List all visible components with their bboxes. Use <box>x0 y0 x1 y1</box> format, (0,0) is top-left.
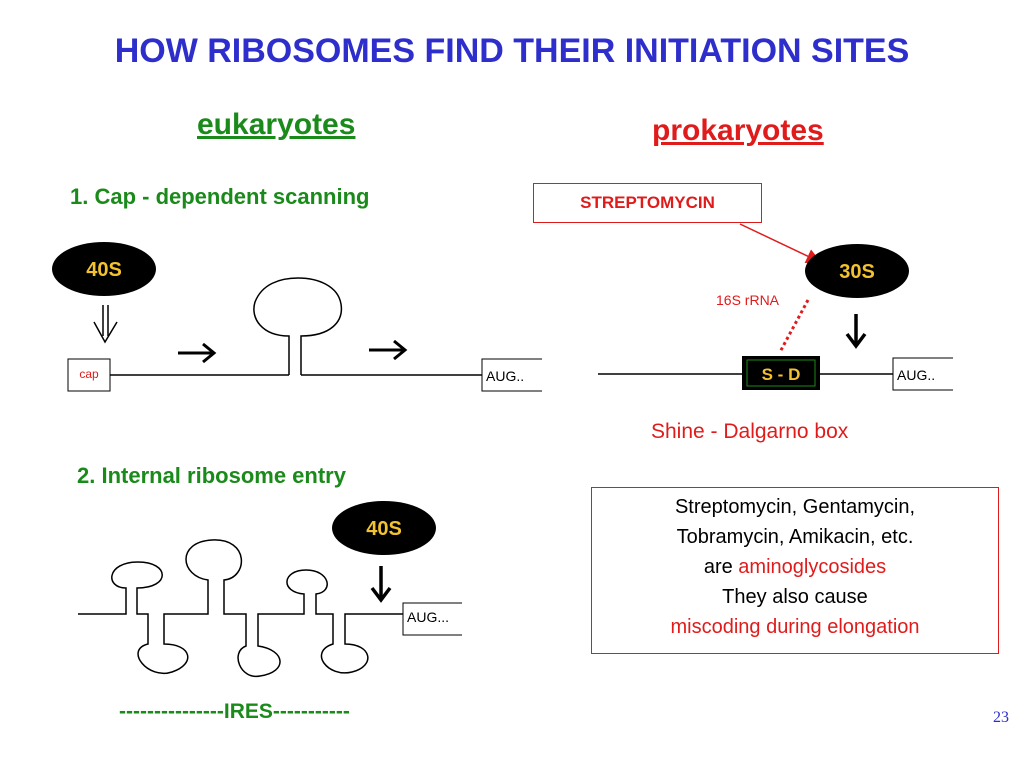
ires-structure <box>78 539 403 677</box>
cap-dependent-label: 1. Cap - dependent scanning <box>70 184 370 209</box>
internal-entry-panel: 40S AUG... <box>78 501 462 677</box>
ribosome-30s <box>805 244 909 298</box>
note-line-1: Streptomycin, Gentamycin, <box>674 496 916 518</box>
ribosome-40s-top-label: 40S <box>86 259 122 281</box>
rrna-label: 16S rRNA <box>716 292 780 308</box>
ribosome-40s-bottom-label: 40S <box>366 518 402 540</box>
page-number: 23 <box>993 709 1009 726</box>
ribosome-40s-top <box>52 242 156 296</box>
hollow-down-arrow-icon <box>93 305 118 344</box>
ribosome-30s-label: 30S <box>839 261 875 283</box>
eukaryotes-heading: eukaryotes <box>197 108 356 141</box>
aminoglycoside-note: Streptomycin, Gentamycin, Tobramycin, Am… <box>591 487 999 654</box>
aug-label-2: AUG... <box>407 609 449 625</box>
down-arrow-30s-icon <box>845 314 867 349</box>
aug-label-1: AUG.. <box>486 368 524 384</box>
prokaryotes-heading: prokaryotes <box>652 114 824 147</box>
aug-box-2: AUG... <box>402 602 462 636</box>
sd-label: S - D <box>762 365 801 384</box>
note-aminoglycosides: aminoglycosides <box>738 556 887 578</box>
cap-dependent-panel: 40S cap AUG.. <box>52 242 542 392</box>
streptomycin-arrow <box>739 223 822 263</box>
scanning-arrow-1-icon <box>178 342 217 364</box>
note-line-5: miscoding during elongation <box>670 616 920 638</box>
note-line-2: Tobramycin, Amikacin, etc. <box>676 526 914 548</box>
aug-box-3: AUG.. <box>892 357 953 391</box>
aug-label-3: AUG.. <box>897 367 935 383</box>
hairpin-loop <box>253 277 343 375</box>
ires-label: ---------------IRES----------- <box>119 700 350 723</box>
cap-box <box>67 358 111 392</box>
scanning-arrow-2-icon <box>369 339 408 361</box>
note-line-3-prefix: are <box>703 556 733 578</box>
down-arrow-2-icon <box>370 566 392 603</box>
aug-box-1: AUG.. <box>481 358 542 392</box>
note-line-3: are aminoglycosides <box>592 552 998 582</box>
rrna-dotted-line <box>778 299 810 353</box>
streptomycin-label: STREPTOMYCIN <box>580 193 715 212</box>
ribosome-40s-bottom <box>332 501 436 555</box>
streptomycin-box: STREPTOMYCIN <box>533 183 762 223</box>
page-title: HOW RIBOSOMES FIND THEIR INITIATION SITE… <box>114 32 910 70</box>
cap-label: cap <box>79 367 99 381</box>
note-line-4: They also cause <box>722 586 868 608</box>
shine-dalgarno-label: Shine - Dalgarno box <box>651 420 849 443</box>
internal-entry-label: 2. Internal ribosome entry <box>77 463 346 488</box>
prokaryotes-panel: 30S 16S rRNA S - D AUG.. <box>598 223 953 391</box>
